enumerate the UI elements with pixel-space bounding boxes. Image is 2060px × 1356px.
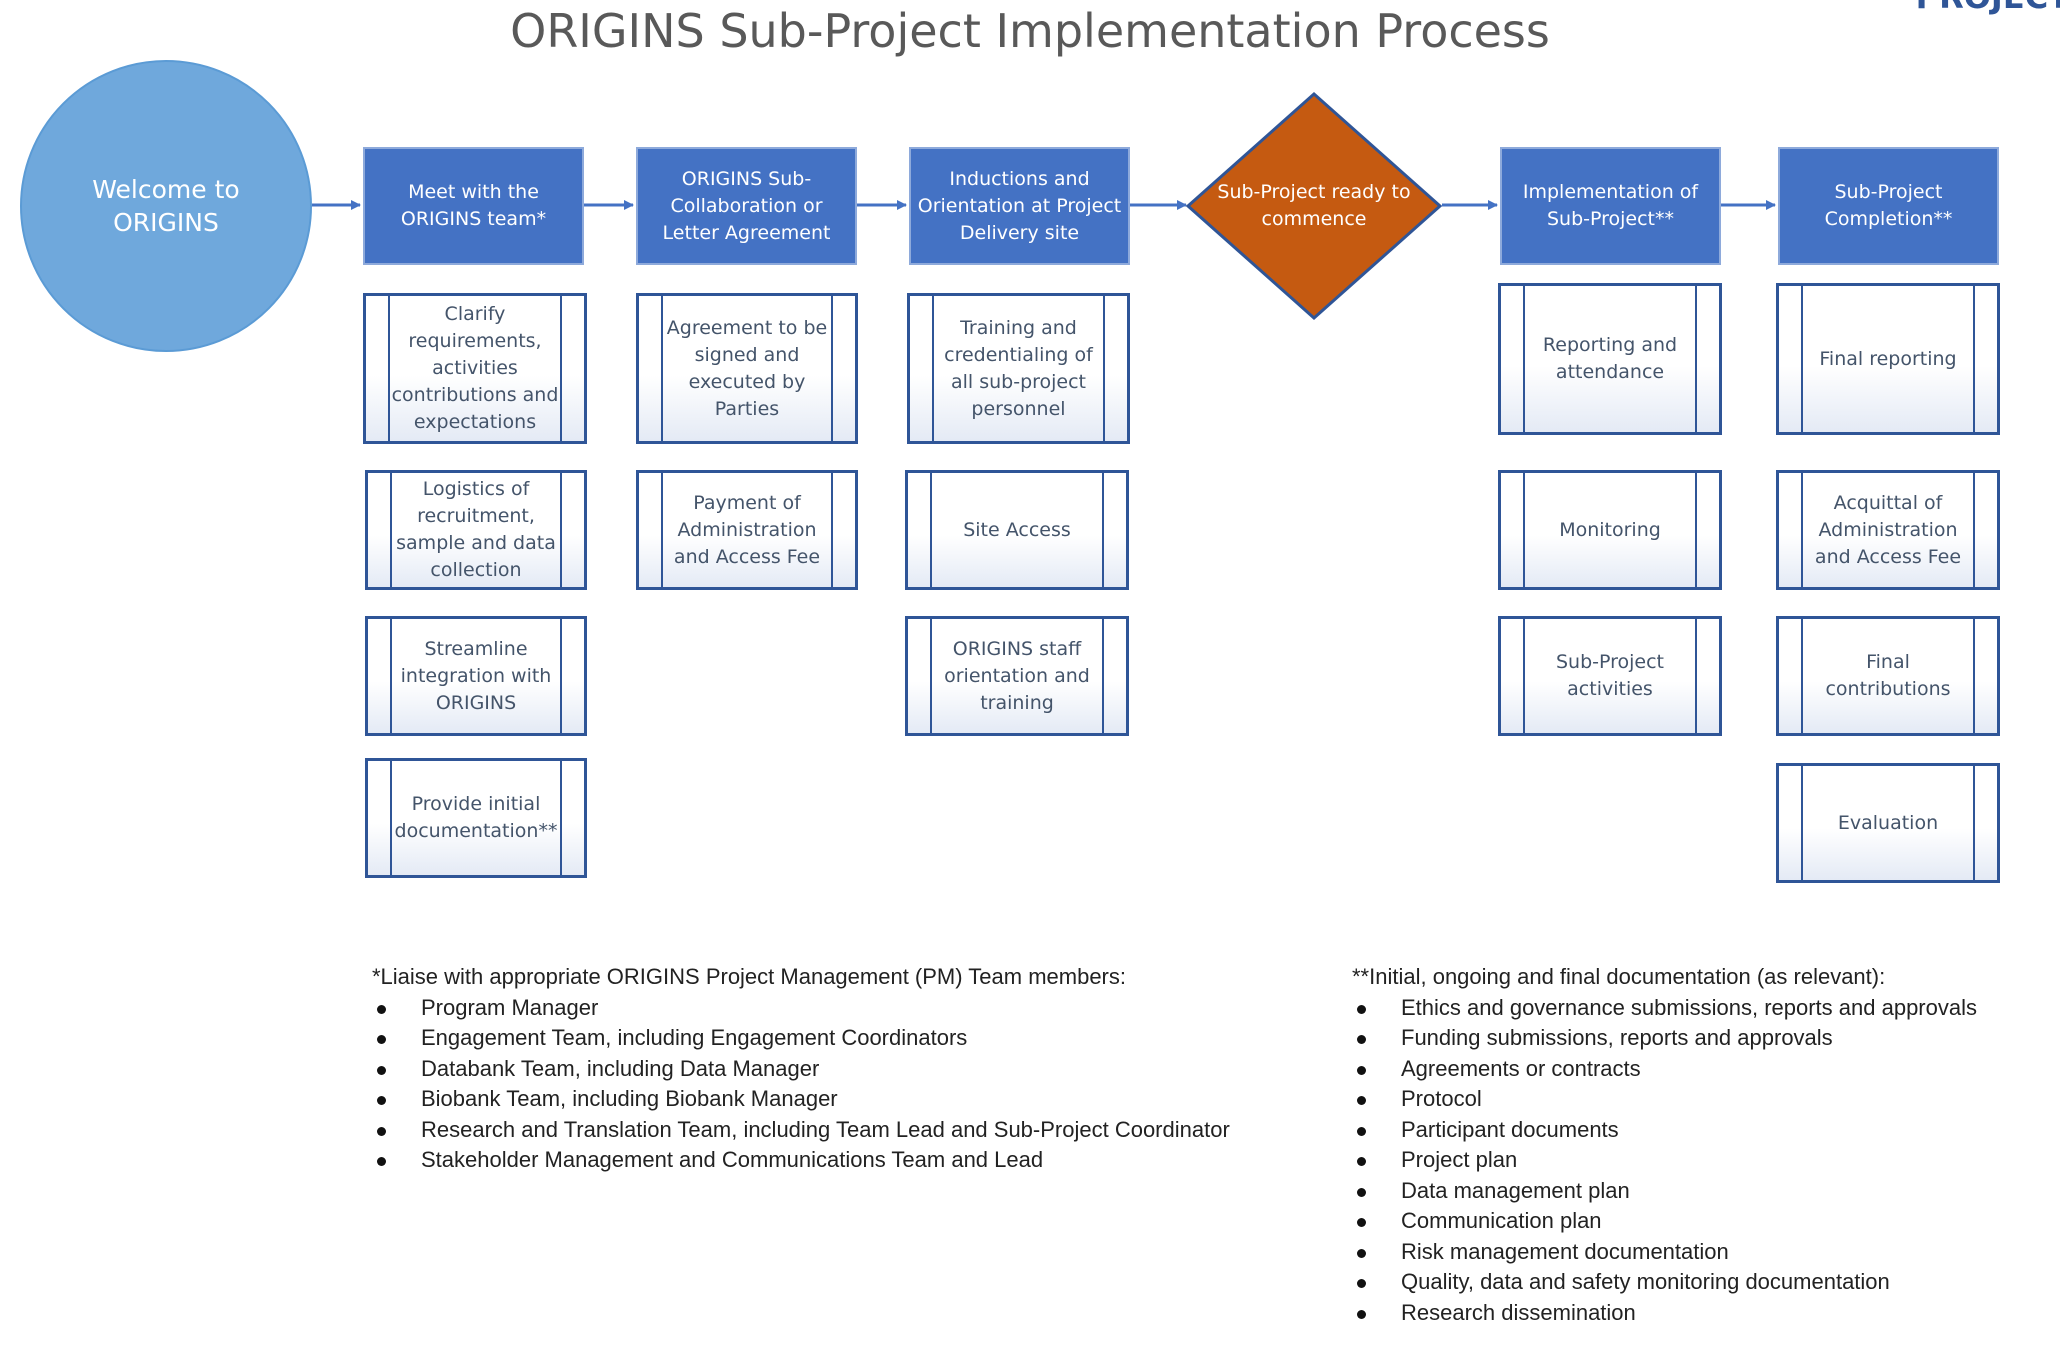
list-item: Program Manager (372, 993, 1230, 1024)
list-item: Databank Team, including Data Manager (372, 1054, 1230, 1085)
list-item: Agreements or contracts (1352, 1054, 1977, 1085)
task-label: Acquittal of Administration and Access F… (1814, 491, 1962, 568)
task-box: Final reporting (1776, 283, 2000, 435)
list-item: Biobank Team, including Biobank Manager (372, 1084, 1230, 1115)
start-node-label: Welcome to ORIGINS (92, 175, 240, 237)
task-label: Streamline integration with ORIGINS (400, 637, 552, 714)
task-box: Provide initial documentation** (365, 758, 587, 878)
task-label: ORIGINS staff orientation and training (944, 637, 1090, 714)
step-implementation: Implementation of Sub-Project** (1500, 147, 1721, 265)
task-label: Final reporting (1819, 347, 1957, 370)
task-box: Streamline integration with ORIGINS (365, 616, 587, 736)
list-item: Risk management documentation (1352, 1237, 1977, 1268)
list-item: Communication plan (1352, 1206, 1977, 1237)
page-title: ORIGINS Sub-Project Implementation Proce… (510, 4, 1550, 58)
task-label: Training and credentialing of all sub-pr… (944, 316, 1093, 420)
list-item: Funding submissions, reports and approva… (1352, 1023, 1977, 1054)
step-meet-team-label: Meet with the ORIGINS team* (400, 181, 547, 230)
list-item: Participant documents (1352, 1115, 1977, 1146)
task-label: Final contributions (1825, 651, 1951, 700)
step-agreement: ORIGINS Sub-Collaboration or Letter Agre… (636, 147, 857, 265)
list-item: Ethics and governance submissions, repor… (1352, 993, 1977, 1024)
task-box: Evaluation (1776, 763, 2000, 883)
step-completion-label: Sub-Project Completion** (1824, 181, 1953, 230)
task-label: Logistics of recruitment, sample and dat… (396, 478, 556, 581)
footnote-documentation-heading: **Initial, ongoing and final documentati… (1352, 964, 1886, 989)
list-item: Engagement Team, including Engagement Co… (372, 1023, 1230, 1054)
task-box: Sub-Project activities (1498, 616, 1722, 736)
list-item: Protocol (1352, 1084, 1977, 1115)
footnote-pm-team: *Liaise with appropriate ORIGINS Project… (372, 962, 1230, 1176)
task-box: Reporting and attendance (1498, 283, 1722, 435)
task-label: Provide initial documentation** (394, 793, 558, 842)
task-label: Agreement to be signed and executed by P… (666, 316, 828, 420)
step-completion: Sub-Project Completion** (1778, 147, 1999, 265)
task-box: Clarify requirements, activities contrib… (363, 293, 587, 444)
list-item: Research dissemination (1352, 1298, 1977, 1329)
task-label: Site Access (963, 518, 1071, 541)
task-box: Training and credentialing of all sub-pr… (907, 293, 1130, 444)
step-inductions-label: Inductions and Orientation at Project De… (917, 167, 1122, 244)
step-inductions: Inductions and Orientation at Project De… (909, 147, 1130, 265)
list-item: Stakeholder Management and Communication… (372, 1145, 1230, 1176)
task-box: Payment of Administration and Access Fee (636, 470, 858, 590)
task-label: Reporting and attendance (1542, 334, 1678, 383)
task-box: Agreement to be signed and executed by P… (636, 293, 858, 444)
corner-logo-text: PROJECT (1916, 0, 2060, 16)
footnote-documentation: **Initial, ongoing and final documentati… (1352, 962, 1977, 1328)
step-agreement-label: ORIGINS Sub-Collaboration or Letter Agre… (662, 167, 831, 244)
step-implementation-label: Implementation of Sub-Project** (1522, 181, 1699, 230)
list-item: Project plan (1352, 1145, 1977, 1176)
list-item: Research and Translation Team, including… (372, 1115, 1230, 1146)
task-box: Final contributions (1776, 616, 2000, 736)
list-item: Quality, data and safety monitoring docu… (1352, 1267, 1977, 1298)
decision-diamond-shape (1186, 92, 1442, 320)
task-box: Logistics of recruitment, sample and dat… (365, 470, 587, 590)
task-label: Payment of Administration and Access Fee (673, 491, 821, 568)
pm-team-list: Program Manager Engagement Team, includi… (372, 993, 1230, 1176)
task-label: Clarify requirements, activities contrib… (391, 303, 559, 433)
list-item: Data management plan (1352, 1176, 1977, 1207)
start-node: Welcome to ORIGINS (20, 60, 312, 352)
footnote-pm-team-heading: *Liaise with appropriate ORIGINS Project… (372, 964, 1126, 989)
task-label: Monitoring (1559, 518, 1661, 541)
task-box: Site Access (905, 470, 1129, 590)
step-meet-team: Meet with the ORIGINS team* (363, 147, 584, 265)
task-label: Evaluation (1837, 811, 1939, 834)
task-box: Acquittal of Administration and Access F… (1776, 470, 2000, 590)
documentation-list: Ethics and governance submissions, repor… (1352, 993, 1977, 1329)
task-box: Monitoring (1498, 470, 1722, 590)
decision-node-label: Sub-Project ready to commence (1217, 181, 1411, 230)
decision-node: Sub-Project ready to commence (1186, 92, 1442, 320)
task-box: ORIGINS staff orientation and training (905, 616, 1129, 736)
task-label: Sub-Project activities (1555, 651, 1665, 700)
